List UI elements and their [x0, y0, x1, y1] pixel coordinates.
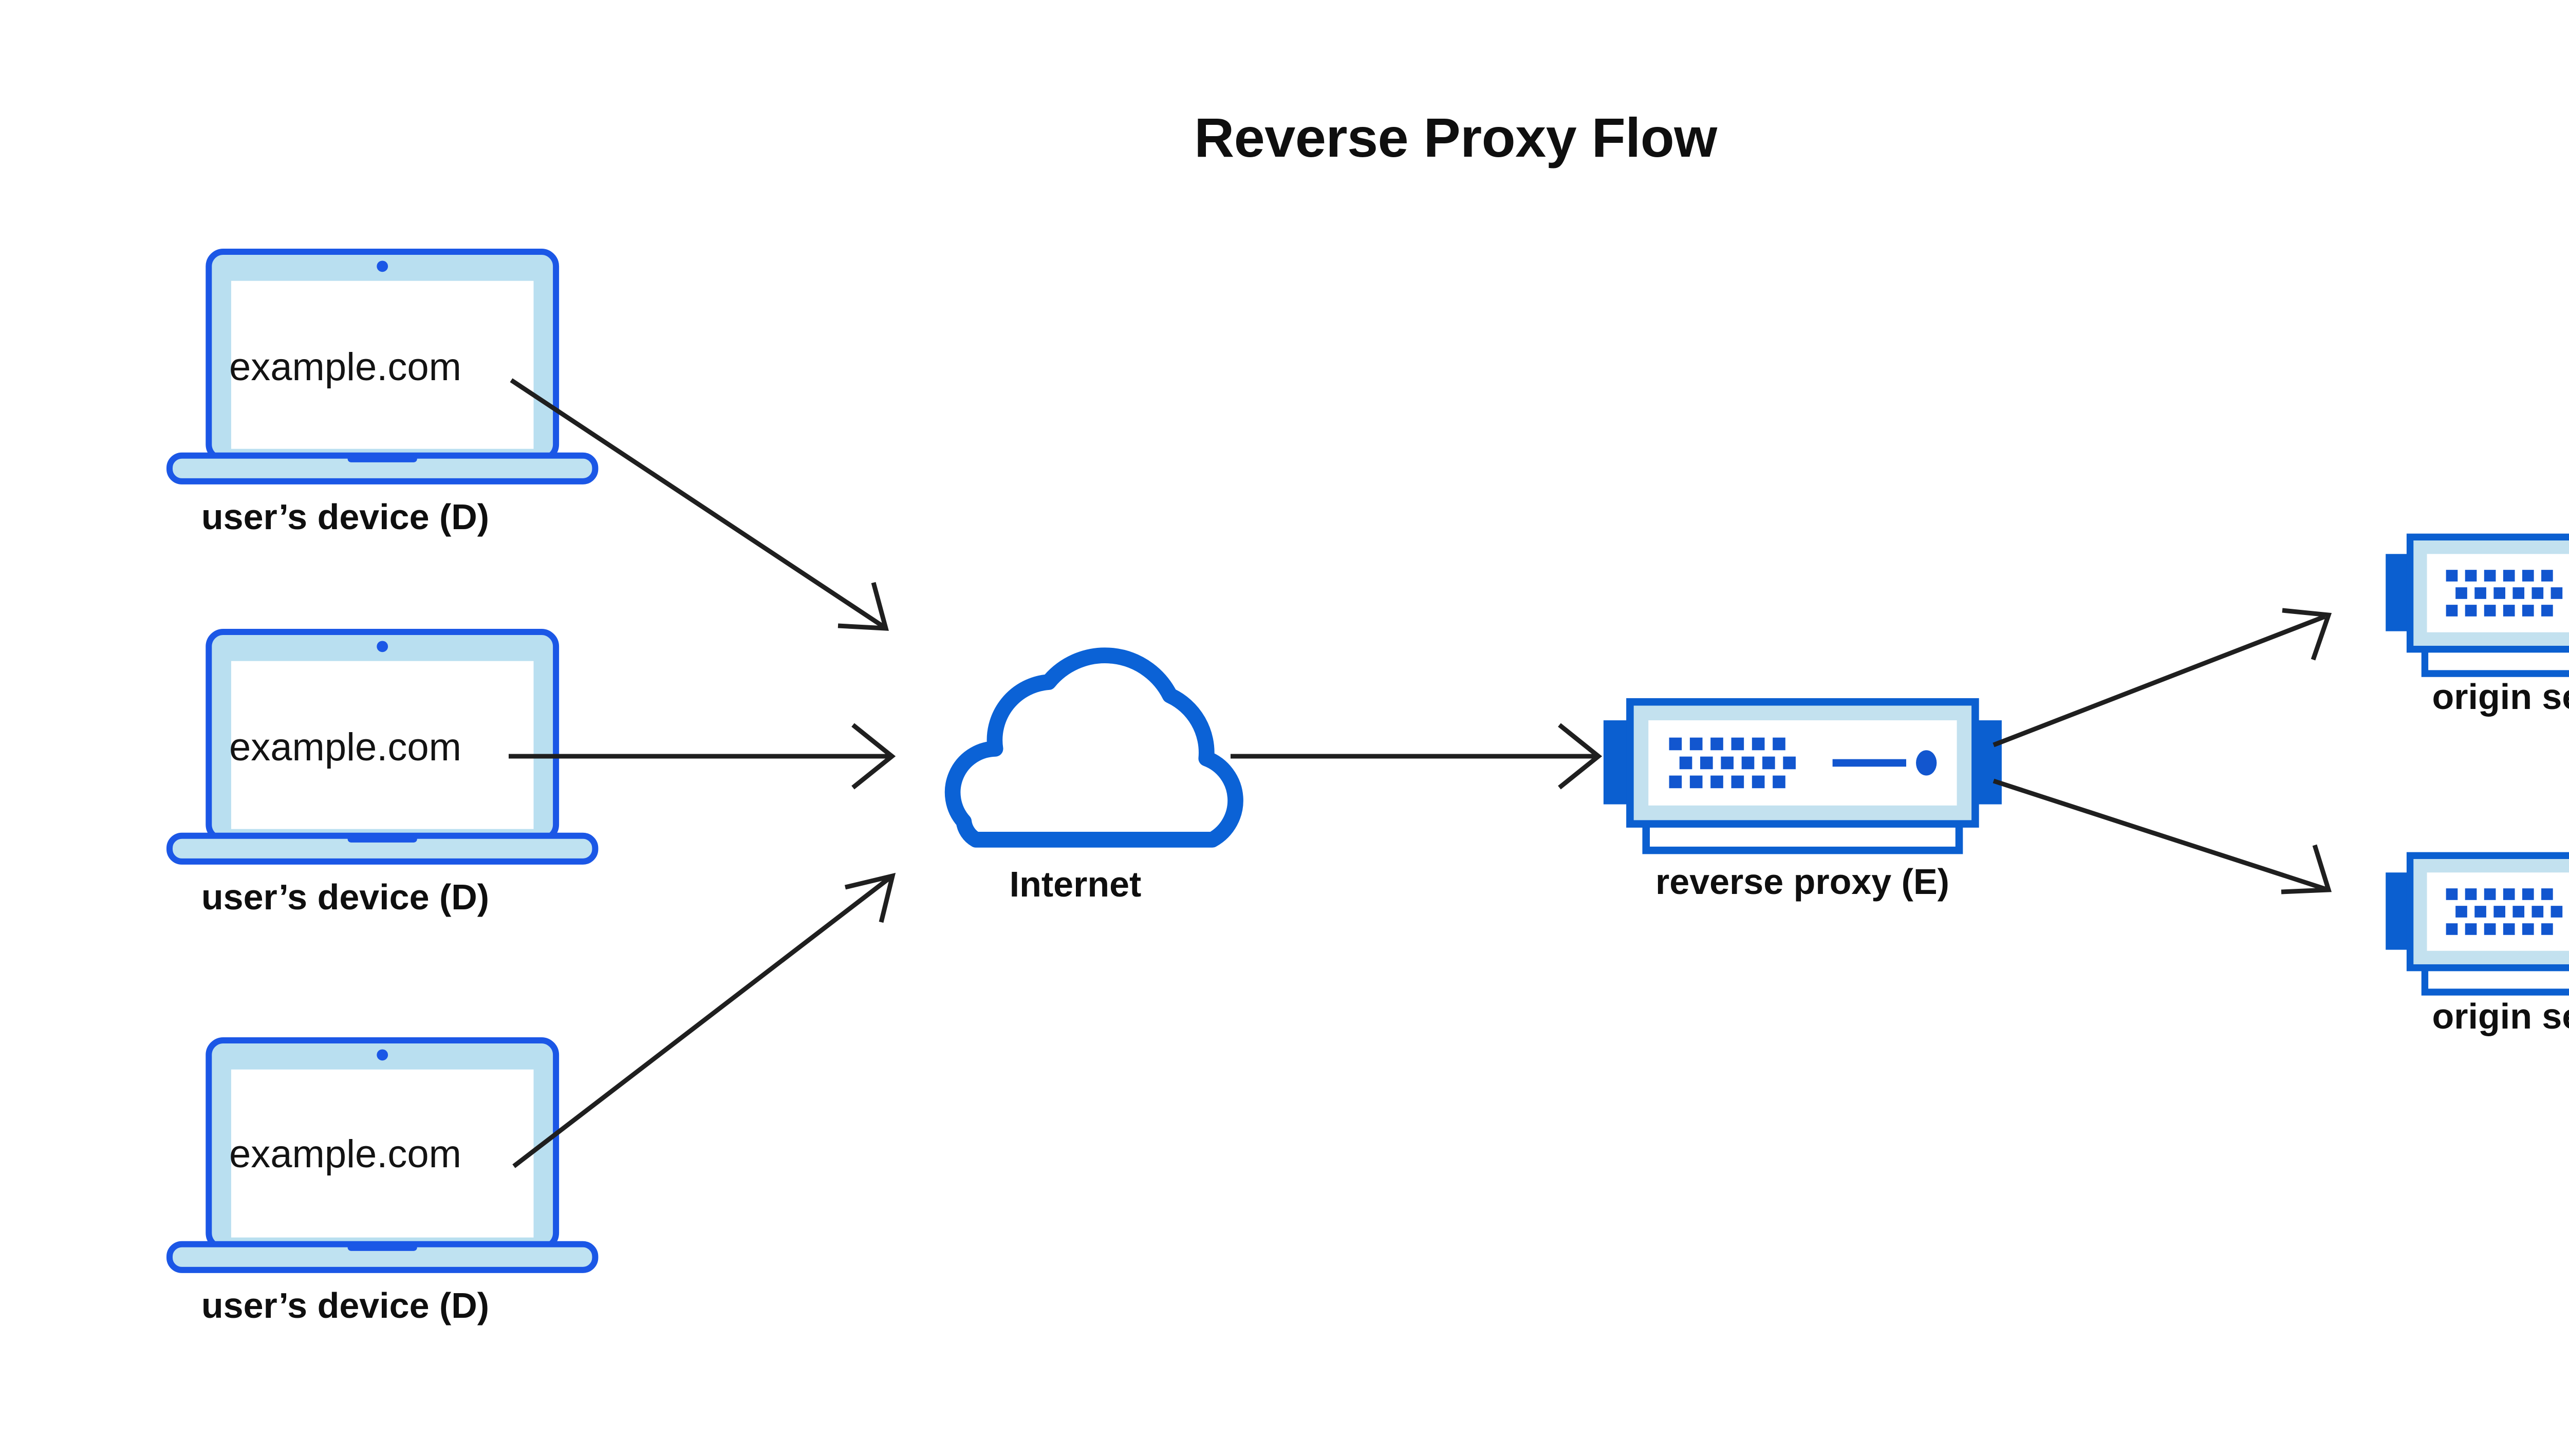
- origin-server-label: origin server (F): [2432, 996, 2569, 1036]
- node-users-device-top[interactable]: example.com user’s device (D): [170, 252, 595, 537]
- reverse-proxy-label: reverse proxy (E): [1655, 862, 1949, 902]
- internet-label: Internet: [1010, 864, 1142, 904]
- edge-proxy-to-origin-top: [1993, 608, 2332, 748]
- node-origin-server-top[interactable]: origin server (F): [2386, 537, 2569, 717]
- edge-proxy-to-origin-bottom: [1993, 778, 2332, 894]
- node-reverse-proxy[interactable]: reverse proxy (E): [1604, 702, 2002, 902]
- device-screen-text: example.com: [229, 1132, 461, 1176]
- node-internet[interactable]: Internet: [953, 656, 1235, 904]
- edge-internet-to-proxy: [1231, 723, 1603, 790]
- edge-device-top-to-internet: [510, 378, 889, 631]
- node-origin-server-bottom[interactable]: origin server (F): [2386, 855, 2569, 1036]
- cloud-icon: [953, 656, 1235, 840]
- device-screen-text: example.com: [229, 345, 461, 389]
- node-users-device-middle[interactable]: example.com user’s device (D): [170, 632, 595, 917]
- device-screen-text: example.com: [229, 725, 461, 769]
- device-label: user’s device (D): [201, 1285, 489, 1326]
- server-icon: [2386, 537, 2569, 674]
- edge-device-bottom-to-internet: [512, 872, 896, 1168]
- server-icon: [1604, 702, 2002, 850]
- origin-server-label: origin server (F): [2432, 677, 2569, 717]
- device-label: user’s device (D): [201, 877, 489, 917]
- device-label: user’s device (D): [201, 497, 489, 537]
- page-title: Reverse Proxy Flow: [1194, 106, 1718, 169]
- edge-device-middle-to-internet: [509, 723, 896, 790]
- node-users-device-bottom[interactable]: example.com user’s device (D): [170, 1040, 595, 1326]
- server-icon: [2386, 855, 2569, 992]
